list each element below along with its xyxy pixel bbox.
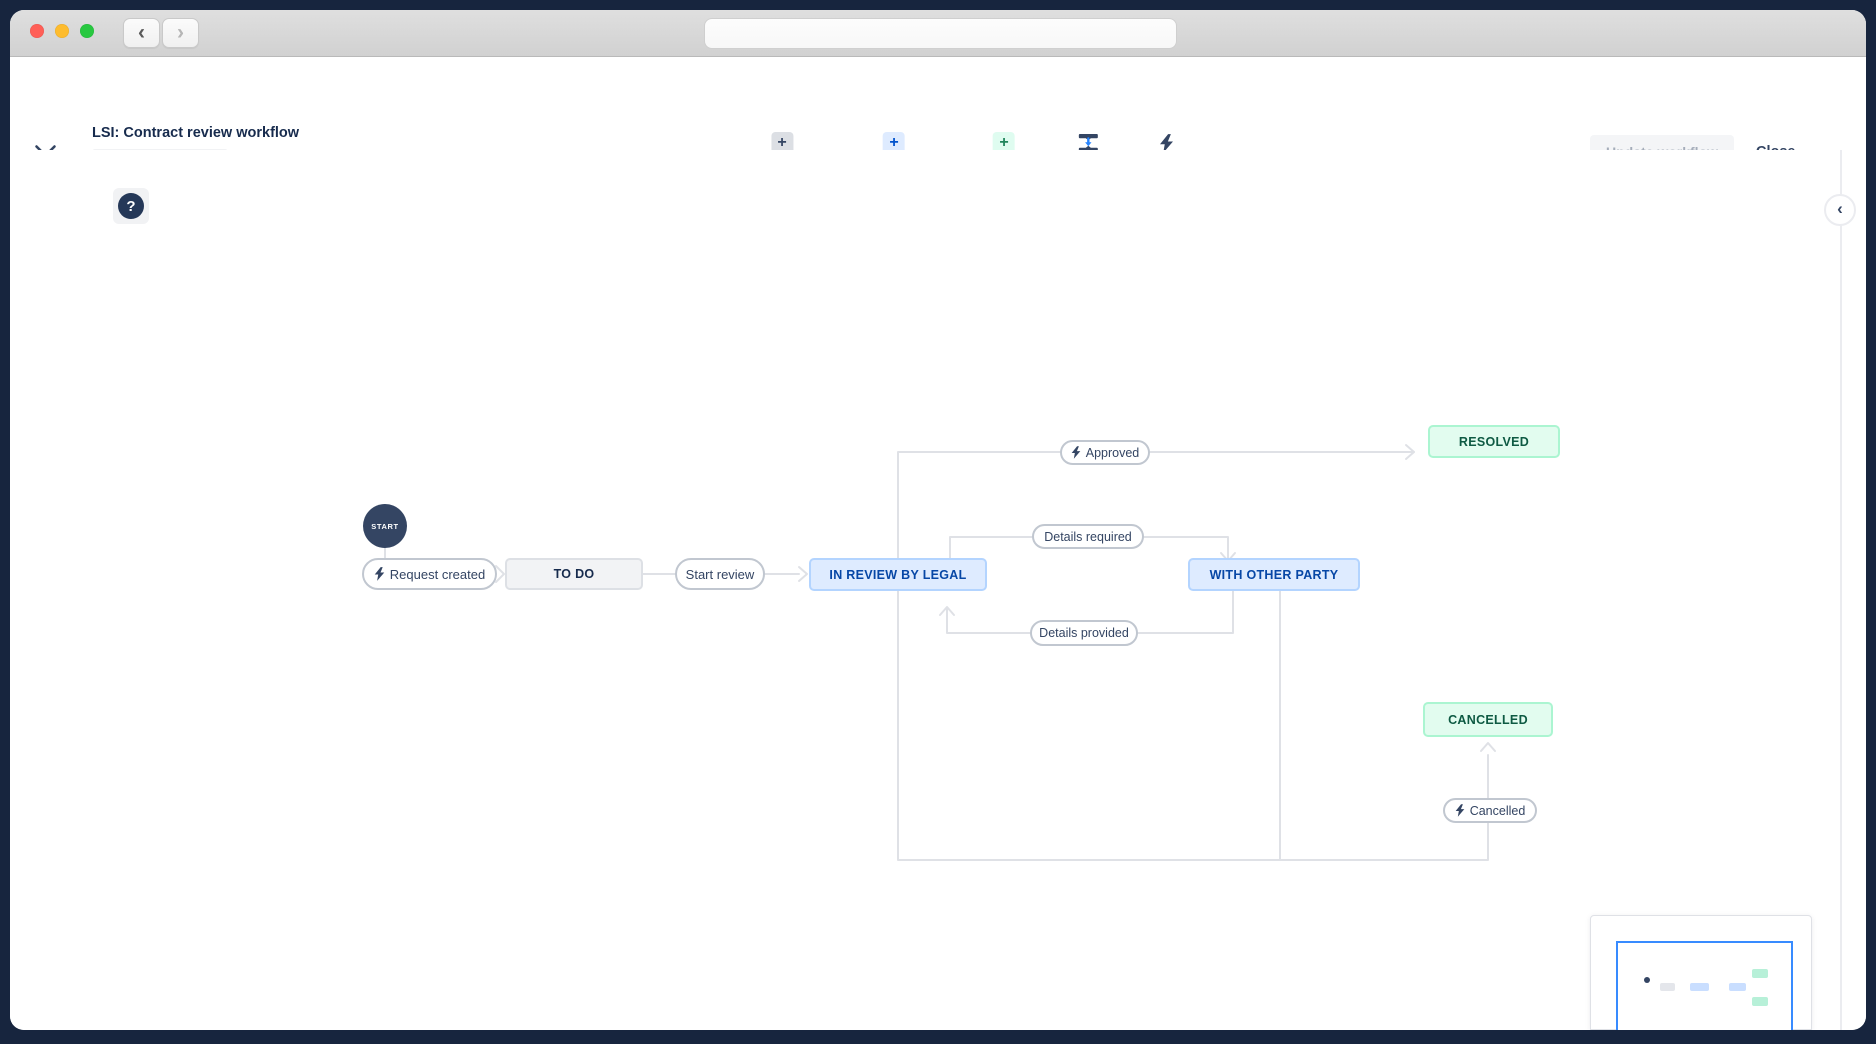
transition-label: Approved — [1085, 445, 1140, 460]
edge-details-provided-right — [1137, 590, 1234, 634]
edge-start-review-arrow — [798, 566, 808, 582]
chevron-left-icon: ‹ — [138, 21, 145, 44]
status-cancelled[interactable]: CANCELLED — [1423, 702, 1553, 737]
page-title: LSI: Contract review workflow — [92, 125, 300, 141]
transition-start-review[interactable]: Start review — [675, 558, 765, 590]
titlebar: ‹ › — [10, 10, 1866, 57]
address-bar[interactable] — [704, 18, 1177, 49]
lightning-icon — [374, 567, 385, 581]
edge-cancel-from-review — [897, 590, 1489, 861]
transition-approved[interactable]: Approved — [1060, 440, 1150, 465]
edge-approved-arrow — [1405, 444, 1415, 460]
transition-label: Cancelled — [1469, 803, 1526, 818]
workflow-canvas[interactable]: ? START Request created Start review App… — [10, 150, 1866, 1030]
question-mark-icon: ? — [118, 193, 144, 219]
lightning-icon — [1155, 132, 1177, 154]
status-to-do[interactable]: TO DO — [505, 558, 643, 590]
transition-label: Details required — [1044, 529, 1132, 544]
transition-label: Request created — [389, 566, 486, 582]
browser-window: ‹ › LSI: Contract review workflow Used i… — [10, 10, 1866, 1030]
window-zoom-button[interactable] — [80, 24, 94, 38]
lightning-icon — [1071, 446, 1081, 459]
status-in-review-by-legal[interactable]: IN REVIEW BY LEGAL — [809, 558, 987, 591]
minimap[interactable] — [1590, 915, 1812, 1030]
panel-toggle-button[interactable]: ‹ — [1824, 194, 1856, 226]
transition-cancelled[interactable]: Cancelled — [1443, 798, 1537, 823]
transition-details-required[interactable]: Details required — [1032, 524, 1144, 549]
transition-details-provided[interactable]: Details provided — [1030, 620, 1138, 646]
window-close-button[interactable] — [30, 24, 44, 38]
edge-details-provided-left — [946, 608, 1031, 634]
transition-label: Start review — [685, 566, 755, 582]
help-button[interactable]: ? — [113, 188, 149, 224]
minimap-status-done — [1752, 997, 1768, 1006]
lightning-icon — [1455, 804, 1465, 817]
minimap-status-inprogress — [1729, 983, 1746, 991]
browser-forward-button[interactable]: › — [162, 18, 199, 48]
start-node[interactable]: START — [363, 504, 407, 548]
minimap-status-inprogress — [1690, 983, 1709, 991]
transition-label: Details provided — [1039, 626, 1129, 640]
minimap-start-node — [1644, 977, 1650, 983]
chevron-right-icon: › — [177, 21, 184, 44]
transition-request-created[interactable]: Request created — [362, 558, 497, 590]
browser-back-button[interactable]: ‹ — [123, 18, 160, 48]
plus-icon: + — [993, 132, 1015, 154]
right-panel-divider — [1840, 150, 1842, 1030]
window-minimize-button[interactable] — [55, 24, 69, 38]
status-resolved[interactable]: RESOLVED — [1428, 425, 1560, 458]
workflow-editor-header: LSI: Contract review workflow Used in 1 … — [10, 57, 1866, 198]
minimap-viewport[interactable] — [1616, 941, 1793, 1030]
status-with-other-party[interactable]: WITH OTHER PARTY — [1188, 558, 1360, 591]
edge-cancel-arrow — [1480, 742, 1496, 752]
edge-details-provided-arrow — [939, 606, 955, 616]
edge-details-required-left — [949, 536, 1033, 559]
plus-icon: + — [882, 132, 905, 154]
minimap-status-done — [1752, 969, 1768, 978]
minimap-status-todo — [1660, 983, 1675, 991]
edge-request-created-arrow — [495, 565, 505, 583]
plus-icon: + — [770, 132, 793, 154]
edge-details-required-right — [1143, 536, 1229, 560]
chevron-left-icon: ‹ — [1837, 199, 1843, 218]
